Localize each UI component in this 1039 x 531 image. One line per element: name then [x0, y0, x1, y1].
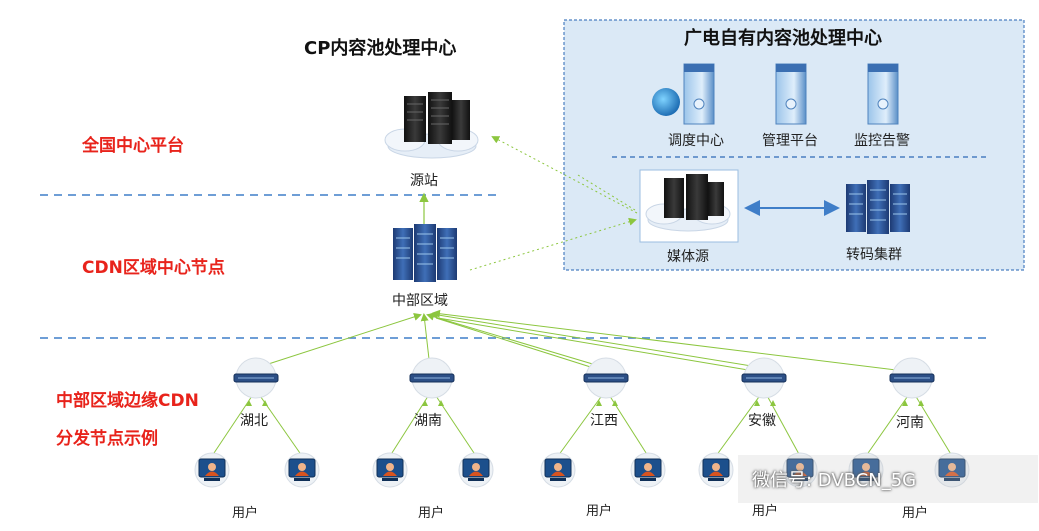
monitor-stand — [550, 478, 566, 481]
edge-label-hunan: 湖南 — [414, 413, 442, 429]
person-head — [644, 463, 652, 471]
media-source-icon — [645, 174, 731, 232]
uplink-arrow — [754, 400, 760, 406]
management-label: 管理平台 — [762, 133, 818, 149]
uplink-arrow — [770, 400, 776, 406]
monitor-stand — [858, 478, 874, 481]
edge-label-anhui: 安徽 — [748, 413, 776, 429]
monitor-stand — [294, 478, 310, 481]
person-head — [298, 463, 306, 471]
person-head — [712, 463, 720, 471]
management-platform-icon — [775, 63, 807, 125]
scheduling-center-icon — [652, 63, 715, 125]
user-link — [557, 389, 607, 457]
person-head — [796, 463, 804, 471]
media-source-label: 媒体源 — [667, 249, 709, 265]
monitor-stand — [204, 478, 220, 481]
user-label: 用户 — [418, 506, 445, 521]
user-link — [605, 389, 649, 457]
person-body — [205, 471, 219, 476]
person-head — [948, 463, 956, 471]
uplink-arrow — [902, 400, 908, 406]
edge-uplinks — [255, 309, 913, 373]
person-body — [383, 471, 397, 476]
person-body — [641, 471, 655, 476]
source-label: 源站 — [410, 173, 438, 189]
person-body — [709, 471, 723, 476]
person-head — [386, 463, 394, 471]
person-body — [551, 471, 565, 476]
person-body — [859, 471, 873, 476]
user-label: 用户 — [902, 506, 929, 521]
uplink-arrow — [612, 400, 618, 406]
link-media-to-source — [491, 136, 638, 214]
watermark-backdrop — [738, 455, 1038, 503]
link-region-to-media — [469, 217, 637, 271]
user-link — [715, 389, 765, 457]
monitor-stand — [382, 478, 398, 481]
uplink-arrow — [422, 400, 428, 406]
uplink-arrow — [918, 400, 924, 406]
person-head — [554, 463, 562, 471]
central-region-label: 中部区域 — [392, 293, 448, 309]
monitor-stand — [468, 478, 484, 481]
scheduling-label: 调度中心 — [668, 133, 724, 149]
person-body — [793, 471, 807, 476]
user-link — [763, 389, 801, 457]
edge-label-henan: 河南 — [896, 415, 924, 431]
cp-center-title: CP内容池处理中心 — [304, 38, 457, 59]
monitor-stand — [708, 478, 724, 481]
transcode-label: 转码集群 — [846, 247, 902, 263]
user-label: 用户 — [586, 504, 613, 519]
uplink-arrow — [438, 400, 444, 406]
monitoring-alarm-icon — [867, 63, 899, 125]
monitoring-label: 监控告警 — [854, 133, 910, 149]
person-head — [472, 463, 480, 471]
watermark-text: 微信号: DVBCN_5G — [752, 470, 917, 491]
link-panel-to-media — [577, 174, 636, 211]
tier-label-edge-line1: 中部区域边缘CDN — [56, 391, 199, 411]
user-link — [255, 389, 303, 457]
user-link — [865, 389, 913, 457]
tier-label-national: 全国中心平台 — [82, 136, 184, 156]
uplink-arrow — [246, 400, 252, 406]
source-server-icon — [384, 92, 479, 159]
transcode-cluster-icon — [846, 180, 910, 234]
person-body — [295, 471, 309, 476]
tier-label-regional: CDN区域中心节点 — [82, 258, 225, 278]
tier-label-edge-line2: 分发节点示例 — [56, 429, 158, 449]
user-label: 用户 — [752, 504, 779, 519]
user-link — [911, 389, 953, 457]
person-head — [208, 463, 216, 471]
edge-label-hubei: 湖北 — [240, 413, 268, 429]
monitor-stand — [944, 478, 960, 481]
user-link — [431, 389, 477, 457]
uplink-arrow — [596, 400, 602, 406]
person-head — [862, 463, 870, 471]
person-body — [945, 471, 959, 476]
user-label: 用户 — [232, 506, 259, 521]
person-body — [469, 471, 483, 476]
monitor-stand — [792, 478, 808, 481]
edge-label-jiangxi: 江西 — [590, 413, 618, 429]
broadcast-center-title: 广电自有内容池处理中心 — [684, 28, 882, 49]
edge-nodes — [194, 357, 970, 488]
central-region-server-icon — [393, 224, 457, 282]
monitor-stand — [640, 478, 656, 481]
uplink-arrow — [262, 400, 268, 406]
